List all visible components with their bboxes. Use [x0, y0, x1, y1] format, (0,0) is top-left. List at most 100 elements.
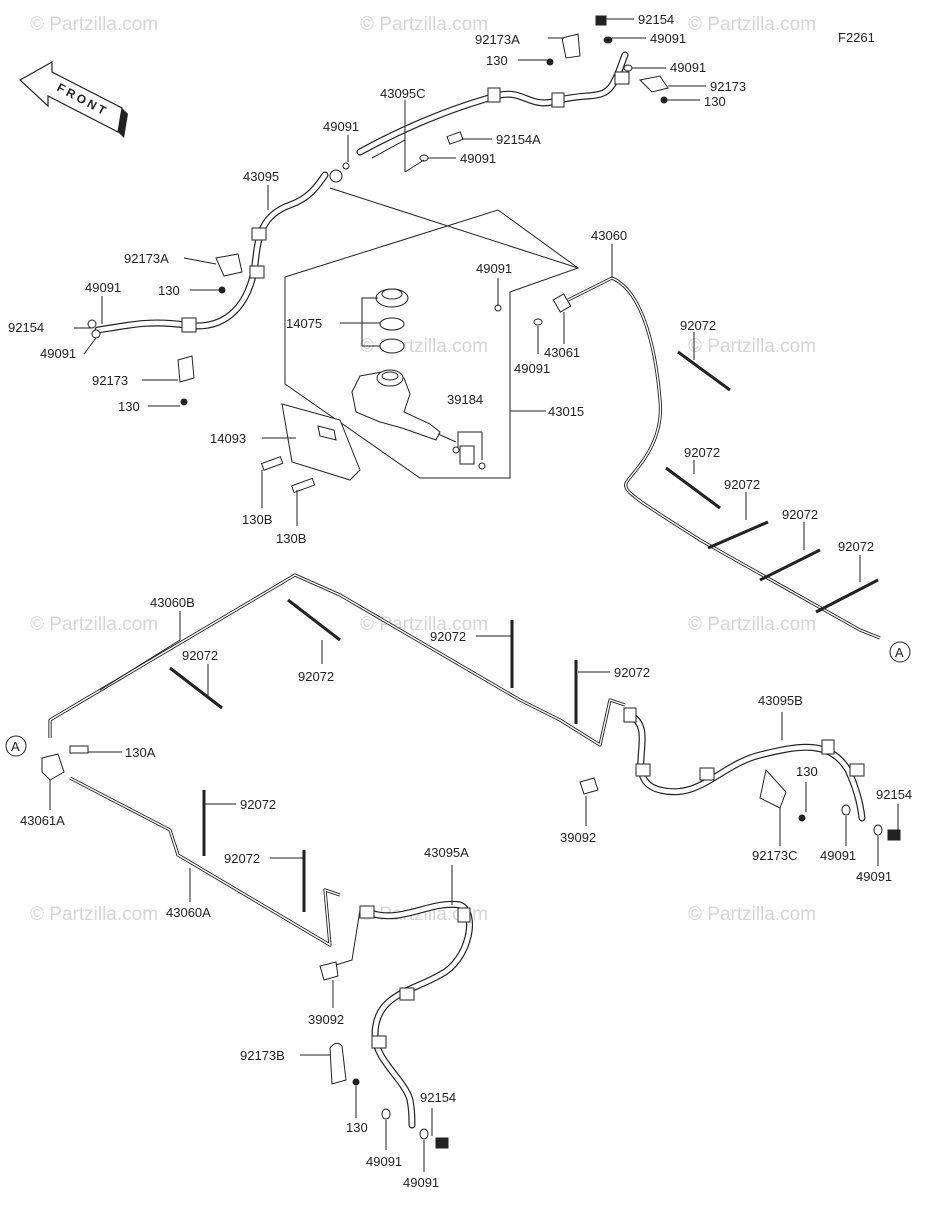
diagram-code: F2261	[838, 30, 875, 45]
assembly-box	[284, 209, 580, 479]
callout: 49091	[85, 280, 121, 295]
clamp-92173A	[561, 33, 581, 59]
callout: 92154	[638, 12, 674, 27]
callout: 43060	[591, 228, 627, 243]
callout: 43095A	[424, 845, 469, 860]
watermark-group: © Partzilla.com © Partzilla.com © Partzi…	[30, 14, 816, 925]
bolt-130	[180, 398, 188, 406]
callout: 43060A	[166, 905, 211, 920]
callout: 43095	[243, 169, 279, 184]
leader-lines	[49, 18, 899, 1172]
washer	[841, 804, 851, 816]
cable-tie-group-upper	[665, 350, 879, 614]
washer	[452, 446, 460, 454]
callout: 92072	[724, 477, 760, 492]
washer	[478, 462, 486, 470]
hose-clamp	[699, 767, 715, 781]
callout: 92072	[614, 665, 650, 680]
callout: 14075	[286, 316, 322, 331]
callout: 130	[118, 399, 140, 414]
callout: 130	[158, 283, 180, 298]
callout: 92072	[782, 507, 818, 522]
hose-43095C	[356, 51, 630, 156]
callout: 49091	[820, 848, 856, 863]
watermark: © Partzilla.com	[360, 14, 488, 35]
callout-labels: 92154 92173A 49091 130 49091 92173 130 4…	[8, 12, 912, 1190]
bolt-92154A	[446, 131, 464, 145]
watermark: © Partzilla.com	[30, 14, 158, 35]
hose-clamp	[635, 763, 651, 777]
callout: 92072	[430, 629, 466, 644]
callout: 43060B	[150, 595, 195, 610]
washer	[623, 64, 633, 72]
callout: 43061	[544, 345, 580, 360]
watermark: © Partzilla.com	[688, 336, 816, 357]
callout: 92072	[224, 851, 260, 866]
front-arrow-icon: FRONT	[18, 60, 128, 138]
bolt-130	[798, 814, 806, 822]
bolt-92154	[595, 15, 607, 26]
callout: 39184	[447, 392, 483, 407]
ref-circle-label: A	[11, 739, 20, 754]
watermark: © Partzilla.com	[30, 904, 158, 925]
callout: 92072	[298, 669, 334, 684]
callout: 49091	[856, 869, 892, 884]
callout: 92154	[8, 320, 44, 335]
watermark: © Partzilla.com	[688, 14, 816, 35]
watermark: © Partzilla.com	[688, 904, 816, 925]
callout: 92173A	[475, 32, 520, 47]
callout: 92072	[240, 797, 276, 812]
hose-clamp	[487, 87, 501, 103]
callout: 130	[796, 764, 818, 779]
callout: 92072	[680, 318, 716, 333]
diaphragm	[379, 317, 405, 331]
pipe-43060	[567, 276, 881, 640]
callout: 130	[704, 94, 726, 109]
callout: 43095C	[380, 86, 426, 101]
bracket-14093	[281, 403, 361, 481]
callout: 14093	[210, 431, 246, 446]
hose-clamp	[457, 907, 471, 923]
washer	[873, 824, 883, 836]
clamp-92173	[177, 355, 195, 383]
hose-clamp	[551, 92, 565, 108]
washer	[533, 318, 543, 326]
pipe-43060A	[69, 776, 341, 947]
washer	[342, 162, 350, 170]
watermark: © Partzilla.com	[30, 614, 158, 635]
hose-clamp	[623, 707, 637, 723]
washer	[87, 319, 97, 329]
reservoir-cap-top	[381, 288, 403, 300]
bolt-92154	[887, 829, 901, 841]
clip-39092	[579, 777, 599, 795]
bracket-slot	[317, 425, 337, 441]
callout: 92173A	[124, 251, 169, 266]
switch-39184	[459, 445, 475, 465]
callout: 92154	[420, 1090, 456, 1105]
hose-clamp	[849, 763, 865, 777]
cable-tie-group-lower	[169, 598, 578, 912]
hose-clamp	[251, 227, 267, 241]
callout: 49091	[403, 1175, 439, 1190]
hose-clamp	[371, 1035, 387, 1049]
washer	[381, 1108, 391, 1120]
bolt-130A	[69, 745, 89, 754]
watermark: © Partzilla.com	[360, 614, 488, 635]
clamp-92173C	[759, 768, 787, 809]
banjo-fitting	[329, 169, 343, 183]
master-cylinder	[351, 369, 457, 443]
hose-clamp	[181, 317, 197, 333]
ref-circle-A	[889, 641, 911, 663]
hose-clamp	[614, 71, 630, 85]
callout: 92173	[710, 79, 746, 94]
clamp-92173A	[215, 253, 243, 277]
watermark: © Partzilla.com	[688, 614, 816, 635]
pipe-43060B	[48, 573, 626, 747]
bolt-92154	[435, 1137, 449, 1149]
callout: 49091	[460, 151, 496, 166]
callout: 92173C	[752, 848, 798, 863]
callout: 130	[486, 53, 508, 68]
hose-43095	[94, 171, 329, 334]
callout: 92173B	[240, 1048, 285, 1063]
